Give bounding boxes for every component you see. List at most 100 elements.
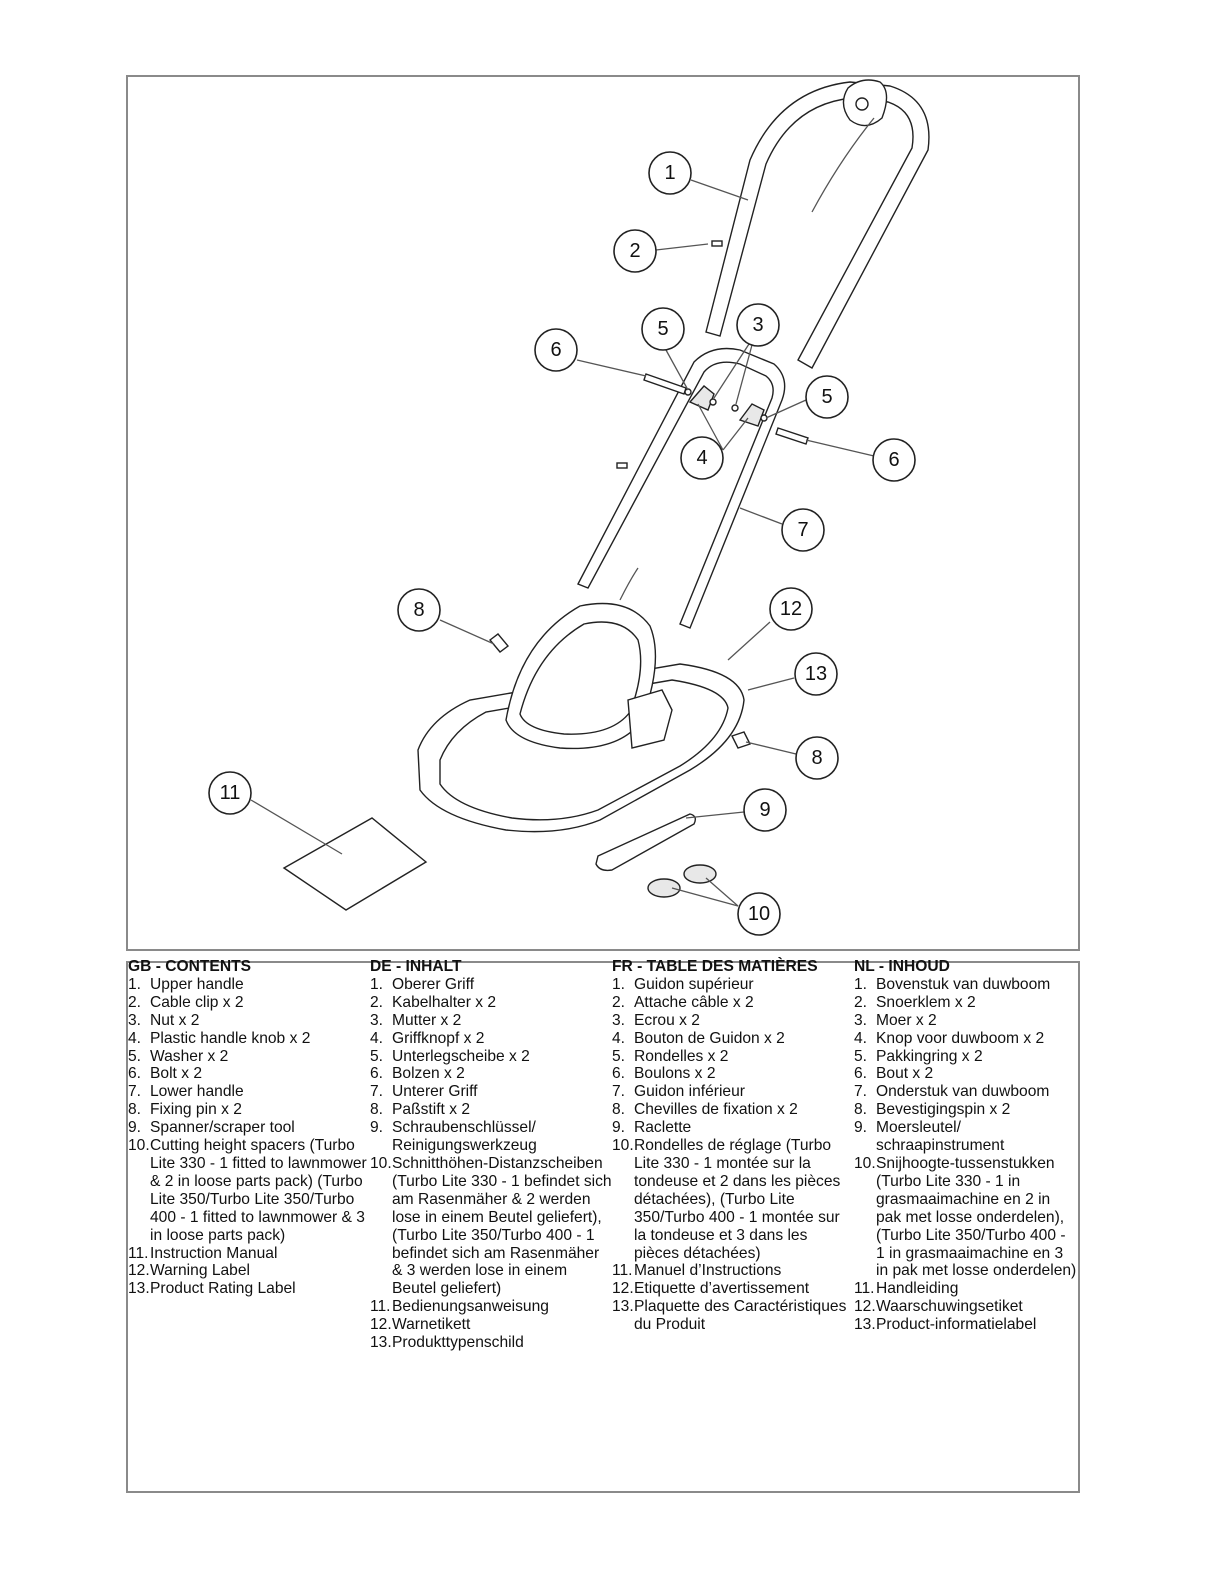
svg-text:6: 6 — [550, 339, 561, 361]
list-item: 6.Bout x 2 — [854, 1065, 1078, 1083]
item-text: Mutter x 2 — [392, 1011, 462, 1029]
list-item: 3.Moer x 2 — [854, 1012, 1078, 1030]
item-number: 5. — [854, 1047, 868, 1065]
item-number: 4. — [370, 1029, 384, 1047]
column-heading: DE - INHALT — [370, 958, 462, 975]
handle-knob-drawing-left — [688, 385, 715, 411]
item-number: 8. — [612, 1101, 626, 1119]
item-text: Oberer Griff — [392, 975, 475, 993]
item-text: Kabelhalter x 2 — [392, 993, 497, 1011]
list-item: 11.Handleiding — [854, 1280, 1078, 1298]
list-item: 2.Cable clip x 2 — [128, 994, 370, 1012]
list-item: 1. Bovenstuk van duwboom — [854, 976, 1078, 994]
list-item: 2.Snoerklem x 2 — [854, 994, 1078, 1012]
callout-4: 4 — [680, 436, 724, 480]
list-item: 10.Rondelles de réglage (Turbo Lite 330 … — [612, 1137, 854, 1262]
svg-text:6: 6 — [888, 449, 899, 471]
callout-7: 7 — [781, 508, 825, 552]
callout-10: 10 — [737, 892, 781, 936]
list-item: 11.Manuel d’Instructions — [612, 1262, 854, 1280]
item-number: 7. — [370, 1083, 384, 1101]
list-item: 12.Waarschuwingsetiket — [854, 1298, 1078, 1316]
cable-clip-drawing — [711, 240, 723, 247]
item-number: 6. — [370, 1065, 384, 1083]
item-number: 9. — [128, 1119, 142, 1137]
callout-1: 1 — [648, 151, 692, 195]
list-item: 7. Guidon inférieur — [612, 1083, 854, 1101]
column-heading: FR - TABLE DES MATIÈRES — [612, 958, 818, 975]
item-text: Boulons x 2 — [634, 1065, 716, 1083]
list-item: 9.Spanner/scraper tool — [128, 1119, 370, 1137]
item-number: 11. — [612, 1262, 633, 1280]
item-text: Etiquette d’avertissement — [634, 1280, 810, 1298]
item-text: Product Rating Label — [150, 1280, 296, 1298]
bolt-drawing-right — [775, 427, 809, 445]
contents-divider — [126, 961, 1080, 963]
item-number: 8. — [370, 1101, 384, 1119]
list-item: 7.Onderstuk van duwboom — [854, 1083, 1078, 1101]
item-text: Guidon inférieur — [634, 1083, 745, 1101]
item-text: Product-informatielabel — [876, 1316, 1037, 1334]
item-text: Schraubenschlüssel/ Reinigungswerkzeug — [392, 1119, 537, 1155]
item-text: Rondelles de réglage (Turbo Lite 330 - 1… — [634, 1137, 841, 1262]
list-item: 11.Instruction Manual — [128, 1245, 370, 1263]
item-number: 13. — [854, 1316, 876, 1334]
item-text: Bovenstuk van duwboom — [876, 975, 1051, 993]
list-item: 5.Washer x 2 — [128, 1048, 370, 1066]
list-item: 3.Ecrou x 2 — [612, 1012, 854, 1030]
item-text: Guidon supérieur — [634, 975, 754, 993]
item-text: Handleiding — [876, 1280, 959, 1298]
list-item: 10.Schnitthöhen-Distanzscheiben (Turbo L… — [370, 1155, 612, 1298]
item-number: 10. — [854, 1154, 876, 1172]
list-item: 9.Moersleutel/ schraapinstrument — [854, 1119, 1078, 1155]
item-text: Lower handle — [150, 1083, 244, 1101]
item-number: 5. — [370, 1047, 384, 1065]
list-item: 13.Plaquette des Caractéristiques du Pro… — [612, 1298, 854, 1334]
item-number: 11. — [370, 1298, 391, 1316]
item-text: Knop voor duwboom x 2 — [876, 1029, 1045, 1047]
item-number: 12. — [128, 1262, 150, 1280]
item-text: Bouton de Guidon x 2 — [634, 1029, 785, 1047]
item-number: 4. — [854, 1029, 868, 1047]
list-item: 10.Cutting height spacers (Turbo Lite 33… — [128, 1137, 370, 1244]
item-number: 1. — [612, 975, 626, 993]
svg-text:10: 10 — [748, 903, 770, 925]
list-item: 8.Paßstift x 2 — [370, 1101, 612, 1119]
list-item: 3.Nut x 2 — [128, 1012, 370, 1030]
list-item: 13.Product-informatielabel — [854, 1316, 1078, 1334]
item-number: 3. — [854, 1011, 868, 1029]
item-number: 7. — [612, 1083, 626, 1101]
svg-text:13: 13 — [805, 663, 827, 685]
item-number: 6. — [612, 1065, 626, 1083]
svg-text:7: 7 — [797, 519, 808, 541]
item-text: Bout x 2 — [876, 1065, 934, 1083]
lower-handle-drawing — [577, 347, 786, 629]
column-heading: GB - CONTENTS — [128, 958, 252, 975]
callout-9: 9 — [743, 788, 787, 832]
callout-3: 3 — [736, 303, 780, 347]
item-text: Raclette — [634, 1119, 692, 1137]
list-item: 2.Kabelhalter x 2 — [370, 994, 612, 1012]
item-text: Attache câble x 2 — [634, 993, 754, 1011]
item-number: 1. — [370, 975, 384, 993]
item-number: 1. — [854, 975, 868, 993]
callout-6-right: 6 — [872, 438, 916, 482]
spacer-drawing-2 — [683, 864, 717, 884]
upper-handle-drawing — [705, 79, 930, 369]
callout-8-right: 8 — [795, 736, 839, 780]
column-heading: NL - INHOUD — [854, 958, 950, 975]
item-number: 12. — [612, 1280, 634, 1298]
item-number: 9. — [370, 1119, 384, 1137]
item-number: 8. — [128, 1101, 142, 1119]
list-item: 11.Bedienungsanweisung — [370, 1298, 612, 1316]
list-item: 7.Unterer Griff — [370, 1083, 612, 1101]
svg-text:8: 8 — [811, 747, 822, 769]
mower-body-drawing — [417, 567, 745, 833]
list-item: 8.Bevestigingspin x 2 — [854, 1101, 1078, 1119]
item-text: Cutting height spacers (Turbo Lite 330 -… — [150, 1137, 367, 1244]
item-number: 11. — [854, 1280, 875, 1298]
